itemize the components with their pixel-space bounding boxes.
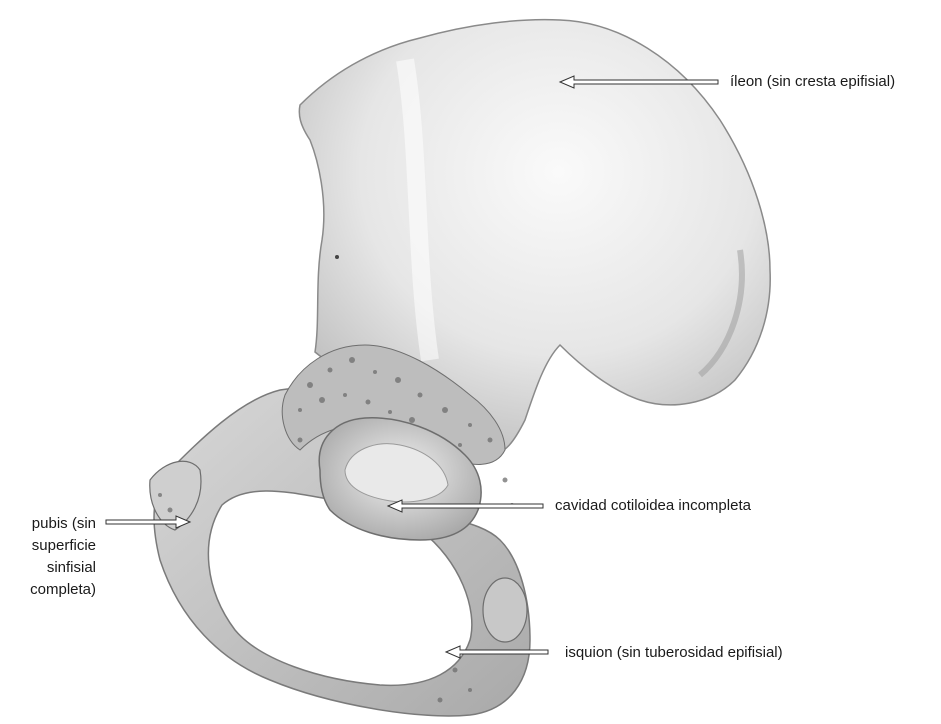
label-pubis-line-4: completa) xyxy=(0,579,96,601)
label-pubis-line-1: pubis (sin xyxy=(0,513,96,535)
arrow-pubis xyxy=(106,516,190,528)
ischial-tuberosity xyxy=(483,578,527,642)
label-cavidad-cotiloidea: cavidad cotiloidea incompleta xyxy=(555,495,751,517)
label-pubis: pubis (sin superficie sinfisial completa… xyxy=(0,513,96,601)
label-pubis-line-3: sinfisial xyxy=(0,557,96,579)
nutrient-foramen xyxy=(335,255,339,259)
label-ileon: íleon (sin cresta epifisial) xyxy=(730,71,895,93)
label-isquion: isquion (sin tuberosidad epifisial) xyxy=(565,642,783,664)
label-pubis-line-2: superficie xyxy=(0,535,96,557)
